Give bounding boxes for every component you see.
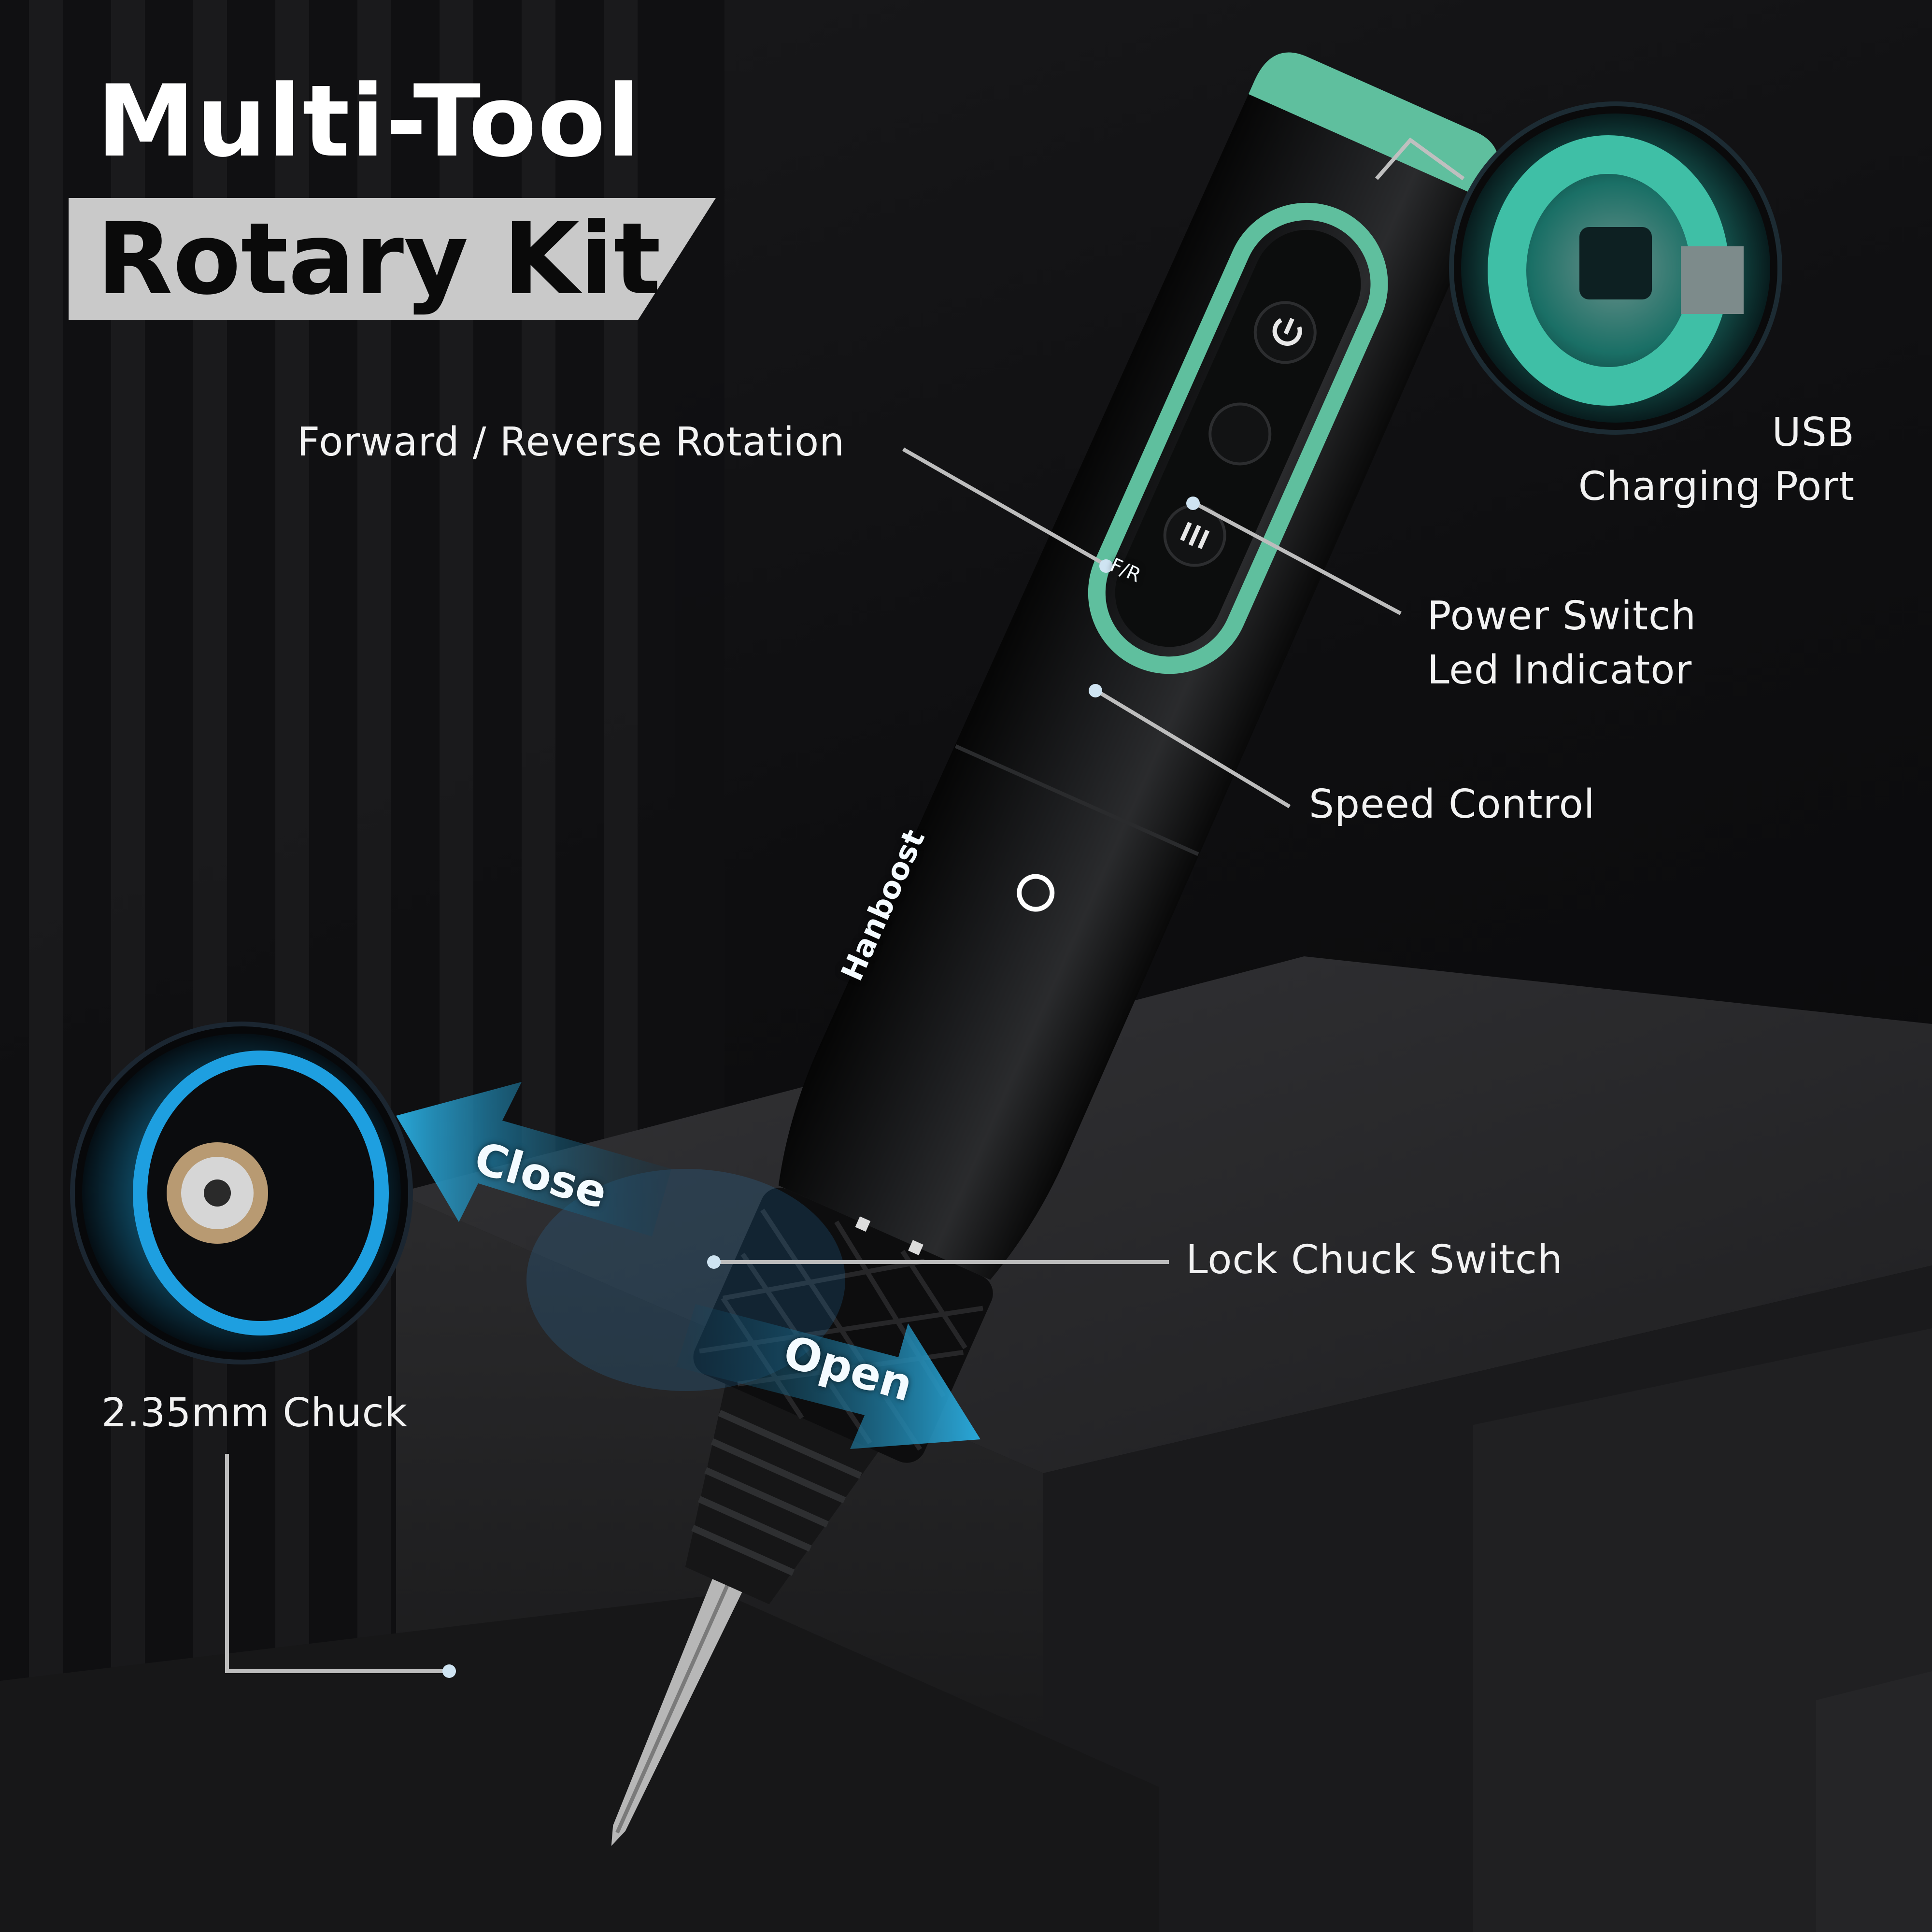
label-power-line2: Led Indicator [1427,647,1692,693]
label-lock-chuck: Lock Chuck Switch [1186,1237,1563,1283]
label-power-line1: Power Switch [1427,593,1697,639]
label-forward-reverse: Forward / Reverse Rotation [297,419,845,465]
label-chuck-size: 2.35mm Chuck [101,1390,408,1436]
open-arrow-icon [676,1304,980,1449]
chuck-inset [70,1022,413,1364]
title-line2: Rotary Kit [97,202,661,317]
label-usb: USB Charging Port [1488,406,1855,514]
label-power: Power Switch Led Indicator [1427,589,1696,697]
title-line1: Multi-Tool [97,64,641,179]
label-usb-line2: Charging Port [1578,464,1855,510]
label-usb-line1: USB [1772,410,1855,455]
close-arrow-icon [396,1082,671,1236]
usb-port-inset [1449,101,1782,435]
title-band [69,198,716,320]
label-speed: Speed Control [1309,781,1595,827]
